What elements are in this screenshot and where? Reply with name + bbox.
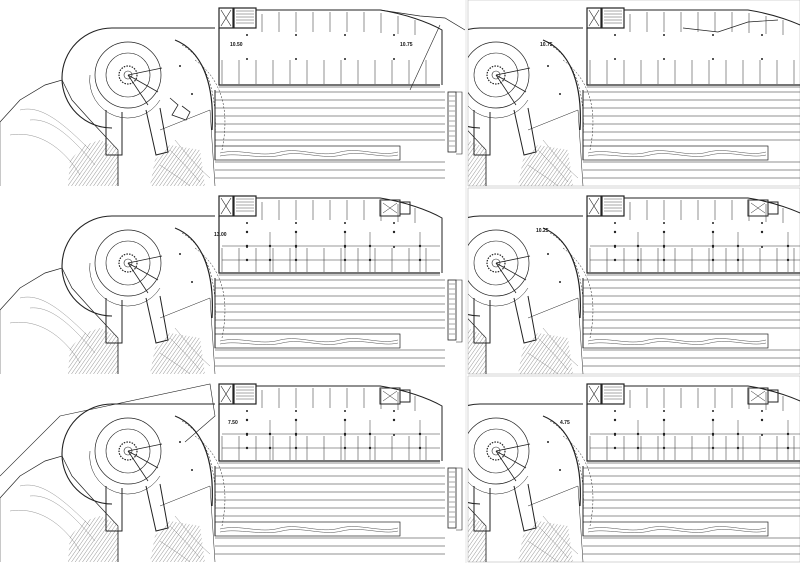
floor-plan-4: 10.25	[467, 187, 800, 375]
level-label-10-50: 10.50	[230, 42, 243, 48]
level-label-4-75: 4.75	[560, 420, 570, 426]
floor-plan-6: 4.75	[467, 375, 800, 563]
floor-plan-3: 13.00	[0, 195, 463, 374]
level-label-10-25: 10.25	[536, 228, 549, 234]
floor-plan-1: 10.50 10.75	[0, 7, 465, 186]
floor-plan-5: 7.50	[0, 383, 463, 562]
floor-plan-2: 10.75	[467, 0, 800, 187]
level-label-7-50: 7.50	[228, 420, 238, 426]
level-label-10-75: 10.75	[400, 42, 413, 48]
level-label-13-00: 13.00	[214, 232, 227, 238]
level-label-10-75-b: 10.75	[540, 42, 553, 48]
